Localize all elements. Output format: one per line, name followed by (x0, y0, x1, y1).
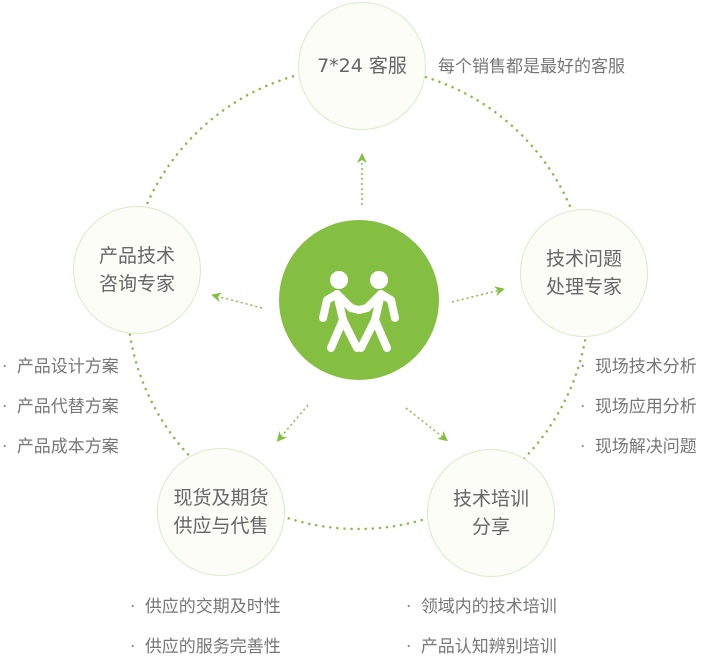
node-customer-service: 7*24 客服 (298, 2, 426, 130)
node-label: 技术问题 (545, 248, 622, 270)
product-consult-list: 产品设计方案 产品代替方案 产品成本方案 (2, 347, 119, 467)
node-label: 分享 (471, 516, 510, 538)
node-label: 技术培训 (452, 488, 529, 510)
center-hub (279, 220, 439, 380)
training-list: 领域内的技术培训 产品认知辨别培训 (406, 587, 557, 667)
node-label: 7*24 客服 (317, 55, 407, 77)
list-item: 现场解决问题 (580, 427, 697, 467)
node-tech-expert: 技术问题 处理专家 (520, 209, 648, 337)
node-training: 技术培训 分享 (427, 449, 555, 577)
arrow-right (451, 286, 505, 303)
handshake-people-icon (319, 271, 399, 352)
node-supply: 现货及期货 供应与代售 (157, 448, 285, 576)
list-item: 现场技术分析 (580, 347, 697, 387)
arrow-left (211, 292, 263, 309)
list-item: 产品成本方案 (2, 427, 119, 467)
arrow-bottom-left (276, 404, 309, 442)
node-label: 产品技术 (98, 245, 175, 267)
arrow-bottom-right (405, 407, 448, 442)
node-label: 处理专家 (545, 276, 622, 298)
list-item: 产品设计方案 (2, 347, 119, 387)
list-item: 现场应用分析 (580, 387, 697, 427)
node-label: 供应与代售 (173, 515, 269, 537)
node-label: 咨询专家 (98, 273, 175, 295)
supply-list: 供应的交期及时性 供应的服务完善性 (130, 587, 281, 667)
list-item: 产品代替方案 (2, 387, 119, 427)
list-item: 产品认知辨别培训 (406, 627, 557, 667)
tech-expert-list: 现场技术分析 现场应用分析 现场解决问题 (580, 347, 697, 467)
list-item: 领域内的技术培训 (406, 587, 557, 627)
node-product-consult: 产品技术 咨询专家 (73, 206, 201, 334)
list-item: 供应的交期及时性 (130, 587, 281, 627)
node-label: 现货及期货 (173, 487, 269, 509)
customer-service-tagline: 每个销售都是最好的客服 (438, 57, 625, 77)
list-item: 供应的服务完善性 (130, 627, 281, 667)
